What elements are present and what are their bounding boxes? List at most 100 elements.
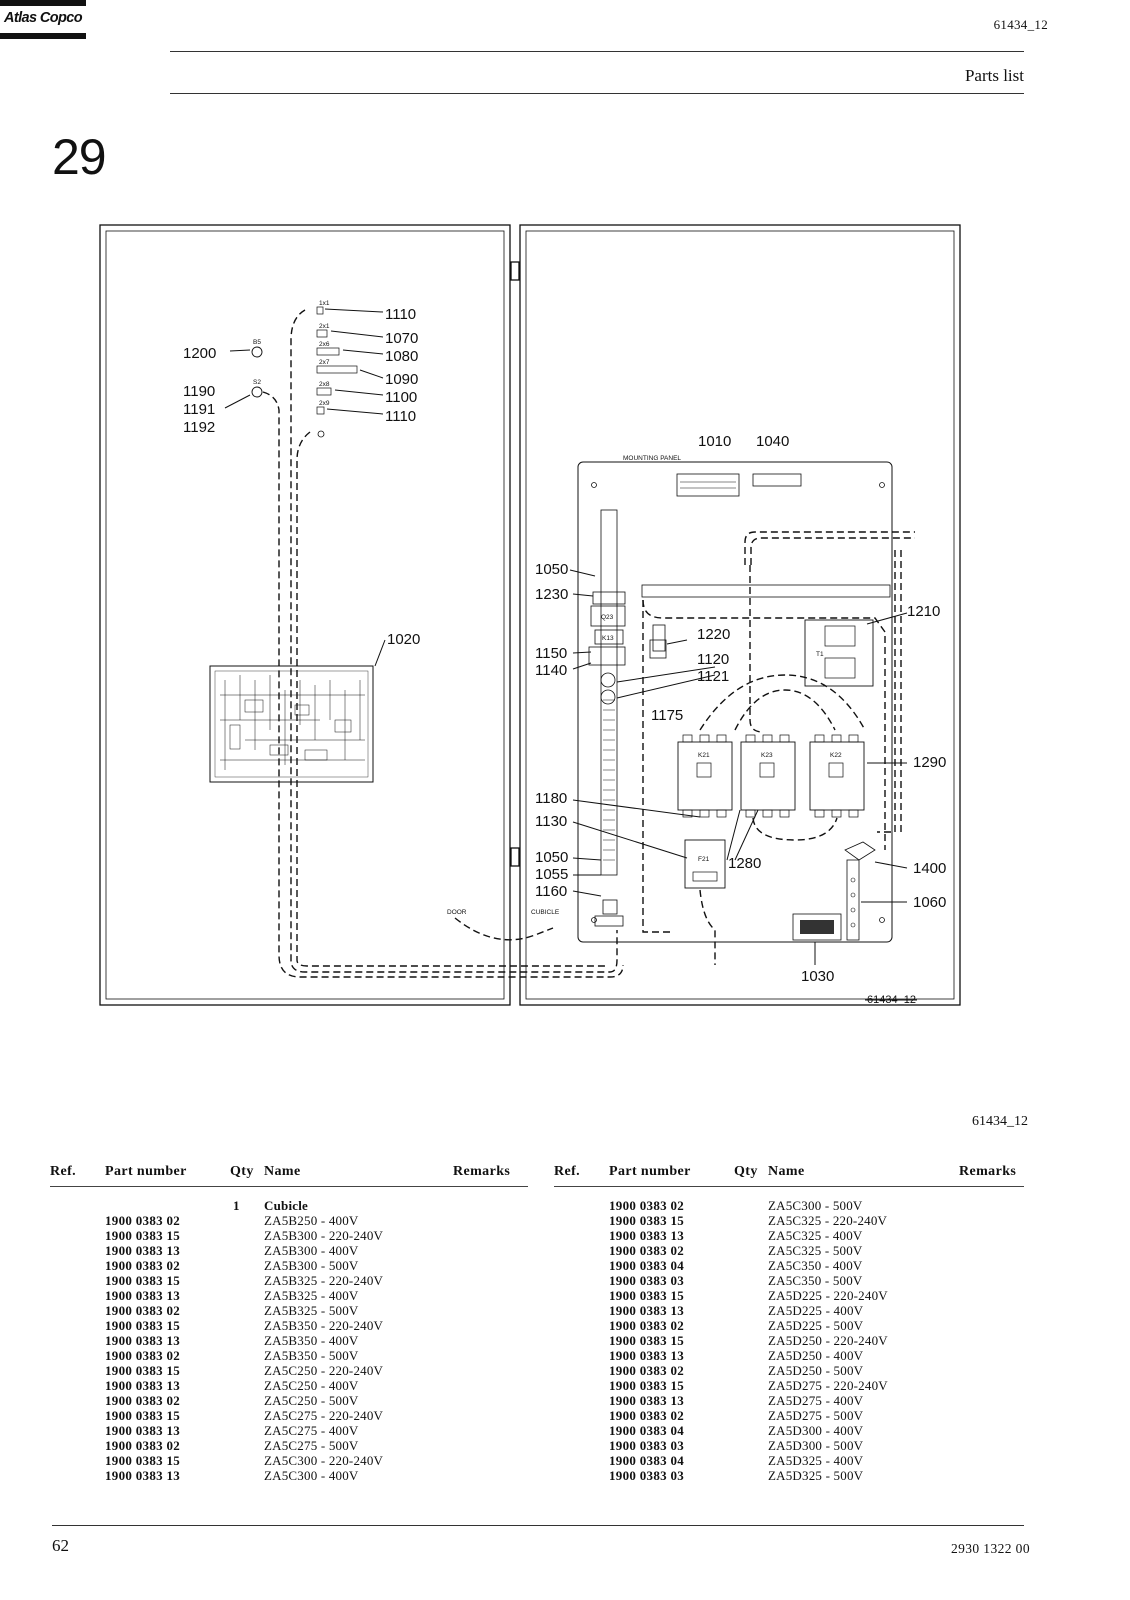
breaker-q23 — [590, 605, 626, 627]
cable-duct — [600, 509, 618, 876]
terminal-strip-1010 — [676, 473, 740, 497]
transformer-t1 — [804, 619, 874, 687]
t1-label: T1 — [816, 651, 824, 658]
x7-label: 2x7 — [319, 359, 330, 366]
callout: 1110 — [385, 408, 416, 425]
table-header: Ref. Part number Qty Name Remarks — [50, 1164, 528, 1187]
callout: 1050 — [535, 849, 568, 866]
callout: 1191 — [183, 401, 215, 418]
callout: 1280 — [728, 855, 761, 872]
label-plate-1030 — [792, 913, 842, 941]
document-number: 2930 1322 00 — [950, 1541, 1030, 1556]
callout: 1055 — [535, 866, 568, 883]
callout: 1020 — [387, 631, 420, 648]
callout: 1060 — [913, 894, 946, 911]
page-number: 62 — [52, 1536, 69, 1555]
header-name: Name — [768, 1164, 805, 1179]
overload-relay-f21 — [684, 839, 726, 889]
door-label: DOOR — [447, 909, 467, 916]
panel-wiring-loop — [642, 599, 886, 850]
relay-k13 — [594, 629, 624, 645]
earth-bar — [846, 859, 860, 941]
cubicle-exploded-drawing: 1110 1070 1080 1090 1100 1110 1200 1190 … — [99, 224, 961, 1006]
document-code: 61434_12 — [993, 17, 1048, 32]
header-qty: Qty — [734, 1164, 758, 1179]
header-top-rule — [170, 51, 1024, 52]
k22-label: K22 — [830, 752, 842, 759]
cubicle-inner-outline — [525, 230, 955, 1000]
callout: 1100 — [385, 389, 417, 406]
callout: 1110 — [385, 306, 416, 323]
callout: 1160 — [535, 883, 567, 900]
logo-bottom-bar — [0, 33, 86, 39]
section-title: Parts list — [964, 66, 1024, 85]
x6-label: 2x6 — [319, 341, 330, 348]
callout: 1080 — [385, 348, 418, 365]
figure-code-in-drawing: 61434_12 — [867, 994, 916, 1006]
mounting-panel-label: MOUNTING PANEL — [623, 455, 681, 462]
callout-labels: 1110 1070 1080 1090 1100 1110 1200 1190 … — [183, 306, 946, 985]
lamp-b5 — [251, 346, 263, 358]
b5-label: B5 — [253, 339, 261, 346]
callout: 1180 — [535, 790, 567, 807]
callout: 1050 — [535, 561, 568, 578]
header-remarks: Remarks — [453, 1164, 511, 1179]
callout: 1120 — [697, 651, 729, 668]
table-header: Ref. Part number Qty Name Remarks — [554, 1164, 1024, 1187]
x1-label: 1x1 — [319, 300, 330, 307]
f21-label: F21 — [698, 856, 710, 863]
callout: 1290 — [913, 754, 946, 771]
callout: 1200 — [183, 345, 216, 362]
lower-hinge — [510, 847, 520, 867]
logo-wordmark: Atlas Copco — [4, 10, 83, 26]
cable-gland — [594, 915, 624, 927]
s2-label: S2 — [253, 379, 261, 386]
upper-hinge — [510, 261, 520, 281]
x2-label: 2x1 — [319, 323, 330, 330]
door-inner-outline — [105, 230, 505, 1000]
header-part-number: Part number — [609, 1164, 691, 1179]
callout: 1400 — [913, 860, 946, 877]
callout: 1121 — [697, 668, 729, 685]
lamp-s2 — [251, 386, 263, 398]
callout: 1040 — [756, 433, 789, 450]
supply-cable-2 — [750, 537, 915, 565]
supply-cable-1 — [744, 531, 915, 565]
footer-rule — [52, 1525, 1024, 1526]
callout: 1192 — [183, 419, 215, 436]
k13-label: K13 — [602, 635, 614, 642]
figure-code: 61434_12 — [972, 1114, 1028, 1129]
callout: 1130 — [535, 813, 567, 830]
q23-label: Q23 — [601, 614, 614, 621]
cubicle-outline — [519, 224, 961, 1006]
callout: 1140 — [535, 662, 567, 679]
callout: 1220 — [697, 626, 730, 643]
door-outline — [99, 224, 511, 1006]
callout: 1030 — [801, 968, 834, 985]
callout: 1090 — [385, 371, 418, 388]
header-bottom-rule — [170, 93, 1024, 94]
mounting-panel — [577, 461, 893, 943]
header-qty: Qty — [230, 1164, 254, 1179]
callout: 1070 — [385, 330, 418, 347]
panel-wiring-left — [642, 600, 670, 933]
callout: 1230 — [535, 586, 568, 603]
header-ref: Ref. — [554, 1164, 581, 1179]
chapter-number: 29 — [52, 129, 107, 185]
component-labels: MOUNTING PANEL DOOR CUBICLE Q23 K13 T1 K… — [253, 300, 842, 916]
header-remarks: Remarks — [959, 1164, 1017, 1179]
callout: 1190 — [183, 383, 215, 400]
door-harness-return — [296, 431, 605, 967]
terminal-1040 — [752, 473, 802, 487]
lamp-wiring — [262, 391, 624, 978]
k23-label: K23 — [761, 752, 773, 759]
din-rail — [641, 584, 891, 598]
x8-label: 2x8 — [319, 381, 330, 388]
x9-label: 2x9 — [319, 400, 330, 407]
logo-top-bar — [0, 0, 86, 6]
callout: 1150 — [535, 645, 567, 662]
contactor-bridge — [734, 689, 836, 731]
callout: 1175 — [651, 707, 683, 724]
header-ref: Ref. — [50, 1164, 77, 1179]
callout: 1010 — [698, 433, 731, 450]
